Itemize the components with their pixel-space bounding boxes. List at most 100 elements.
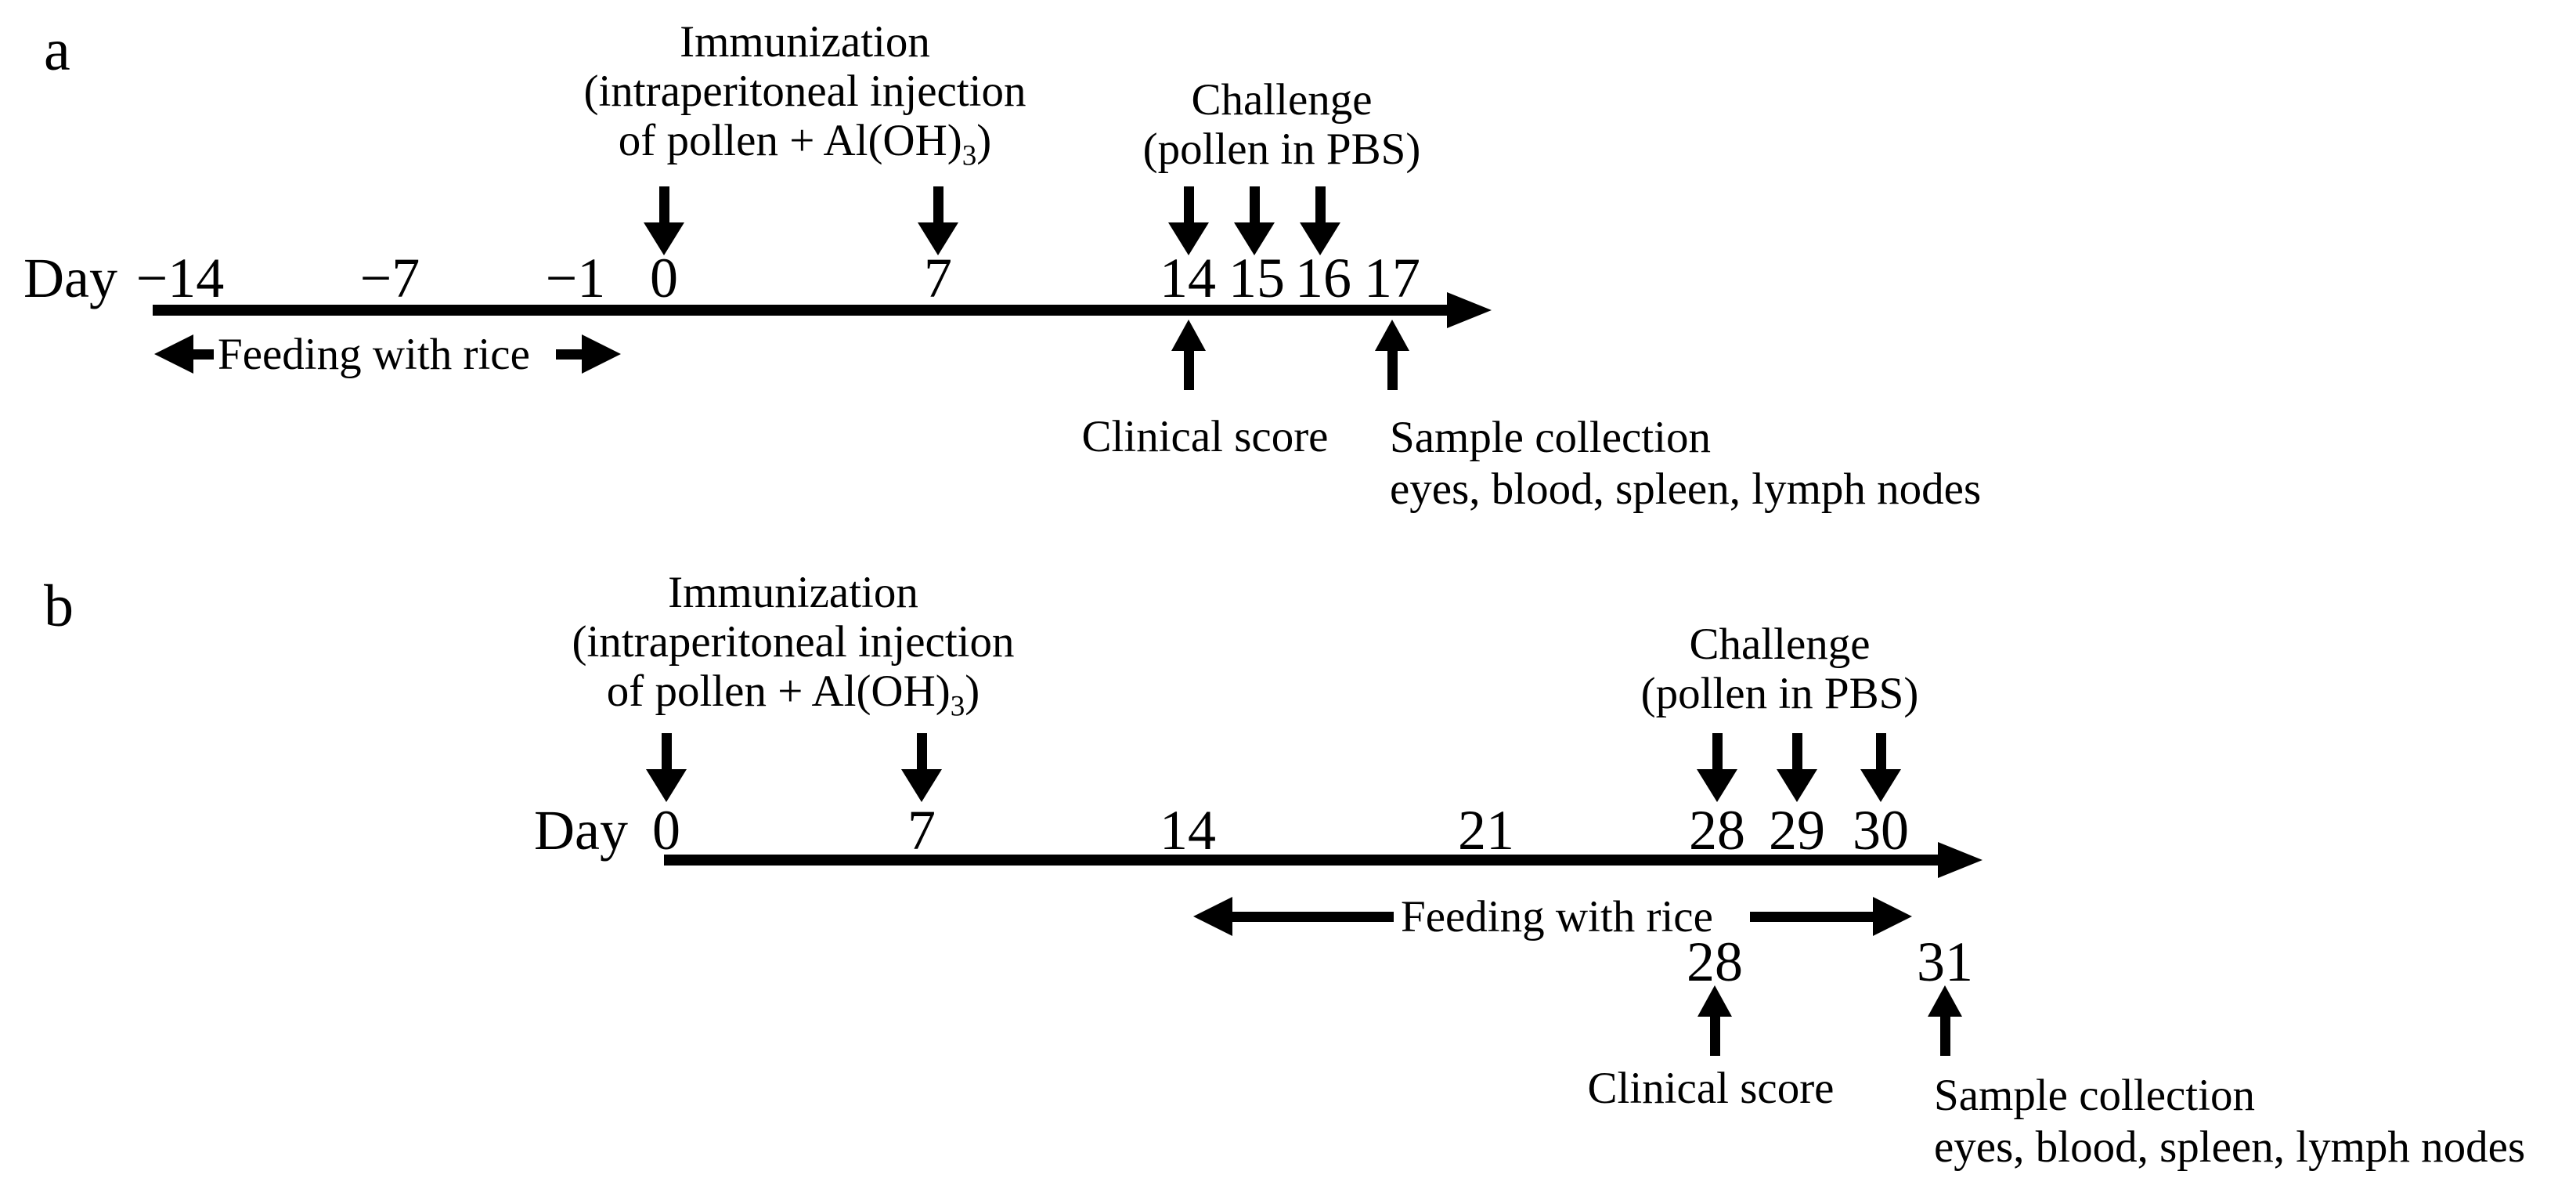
panel-a-label: a <box>44 17 70 83</box>
arrow-head <box>1697 985 1732 1017</box>
feeding-left-arrow-a <box>154 334 214 374</box>
arrow-head <box>1193 897 1232 936</box>
tick-day-minus-14-a: −14 <box>135 247 225 309</box>
arrow-shaft <box>1791 733 1802 769</box>
subscript-3: 3 <box>950 690 965 723</box>
arrow-head <box>1860 769 1901 802</box>
arrow-head <box>1168 222 1209 255</box>
arrow-head <box>1300 222 1340 255</box>
down-arrow-day-29-b <box>1777 733 1817 802</box>
tick-day-minus-1-a: −1 <box>545 247 606 309</box>
sample-collection-line2-b: eyes, blood, spleen, lymph nodes <box>1934 1122 2526 1172</box>
arrow-shaft <box>1315 186 1326 222</box>
timeline-axis-a <box>153 305 1447 316</box>
sample-collection-line1-b: Sample collection <box>1934 1071 2255 1120</box>
tick-day-14-b: 14 <box>1160 799 1216 862</box>
challenge-line2: (pollen in PBS) <box>1142 125 1421 174</box>
arrow-shaft <box>1875 733 1886 769</box>
down-arrow-day-14-a <box>1168 186 1209 255</box>
arrow-shaft <box>933 186 943 222</box>
feeding-label-a: Feeding with rice <box>218 330 530 379</box>
tick-day-minus-7-a: −7 <box>359 247 420 309</box>
arrow-shaft <box>916 733 927 769</box>
tick-day-0-b: 0 <box>652 799 680 862</box>
immunization-line3-post: ) <box>976 116 992 165</box>
arrow-shaft <box>1387 351 1398 390</box>
arrow-shaft <box>661 733 672 769</box>
immunization-line1: Immunization <box>668 568 918 617</box>
arrow-shaft <box>1712 733 1723 769</box>
timeline-axis-b <box>664 855 1938 866</box>
immunization-line3: of pollen + Al(OH)3) <box>519 667 1067 731</box>
feeding-label-b: Feeding with rice <box>1401 892 1713 941</box>
down-arrow-day-28-b <box>1697 733 1737 802</box>
subscript-3: 3 <box>961 139 977 172</box>
tick-day-29-b: 29 <box>1769 799 1825 862</box>
down-arrow-day-16-a <box>1300 186 1340 255</box>
challenge-line1: Challenge <box>1689 620 1871 669</box>
arrow-head <box>1697 769 1737 802</box>
immunization-label-b: Immunization (intraperitoneal injection … <box>519 568 1067 731</box>
arrow-head <box>646 769 687 802</box>
arrow-shaft <box>1232 911 1394 922</box>
sample-collection-arrow-b <box>1928 985 1962 1056</box>
arrow-head <box>154 334 193 374</box>
immunization-label-a: Immunization (intraperitoneal injection … <box>531 17 1079 180</box>
panel-a: a Immunization (intraperitoneal injectio… <box>0 0 2576 580</box>
sample-collection-label-a: Sample collection eyes, blood, spleen, l… <box>1390 412 1981 515</box>
arrow-head <box>1234 222 1275 255</box>
immunization-line2: (intraperitoneal injection <box>583 67 1026 116</box>
clinical-score-label-a: Clinical score <box>1081 412 1329 461</box>
arrow-head <box>1777 769 1817 802</box>
clinical-score-day-b: 28 <box>1687 931 1743 993</box>
arrow-shaft <box>1183 186 1194 222</box>
immunization-line2: (intraperitoneal injection <box>572 617 1015 667</box>
timeline-arrowhead-b <box>1938 842 1983 878</box>
arrow-shaft <box>1750 911 1873 922</box>
tick-day-7-a: 7 <box>924 247 952 309</box>
arrow-head <box>582 334 621 374</box>
challenge-label-b: Challenge (pollen in PBS) <box>1615 620 1944 718</box>
sample-collection-line2-a: eyes, blood, spleen, lymph nodes <box>1390 464 1982 514</box>
challenge-line2: (pollen in PBS) <box>1640 669 1919 718</box>
clinical-score-arrow-b <box>1697 985 1732 1056</box>
day-axis-label-b: Day <box>534 799 628 862</box>
arrow-shaft <box>1183 351 1194 390</box>
immunization-line3-post: ) <box>965 667 980 716</box>
feeding-left-arrow-b <box>1193 897 1394 936</box>
sample-collection-day-b: 31 <box>1917 931 1973 993</box>
arrow-shaft <box>193 349 214 360</box>
arrow-shaft <box>556 349 582 360</box>
challenge-line1: Challenge <box>1191 75 1373 125</box>
arrow-head <box>644 222 684 255</box>
immunization-line1: Immunization <box>680 17 930 67</box>
tick-day-15-a: 15 <box>1228 247 1285 309</box>
tick-day-16-a: 16 <box>1295 247 1351 309</box>
arrow-shaft <box>1709 1017 1720 1056</box>
arrow-shaft <box>1939 1017 1950 1056</box>
down-arrow-day-0-a <box>644 186 684 255</box>
clinical-score-label-b: Clinical score <box>1587 1064 1835 1113</box>
immunization-line3-pre: of pollen + Al(OH) <box>606 667 951 716</box>
feeding-right-arrow-a <box>556 334 621 374</box>
arrow-shaft <box>1249 186 1260 222</box>
tick-day-7-b: 7 <box>907 799 936 862</box>
day-axis-label-a: Day <box>23 247 117 309</box>
arrow-head <box>901 769 942 802</box>
sample-collection-line1-a: Sample collection <box>1390 413 1711 462</box>
clinical-score-arrow-a <box>1171 320 1206 390</box>
down-arrow-day-15-a <box>1234 186 1275 255</box>
immunization-line3: of pollen + Al(OH)3) <box>531 116 1079 180</box>
tick-day-30-b: 30 <box>1853 799 1909 862</box>
challenge-label-a: Challenge (pollen in PBS) <box>1117 75 1446 174</box>
down-arrow-day-7-a <box>918 186 958 255</box>
immunization-line3-pre: of pollen + Al(OH) <box>618 116 962 165</box>
sample-collection-arrow-a <box>1375 320 1409 390</box>
panel-b-label: b <box>44 573 74 639</box>
down-arrow-day-7-b <box>901 733 942 802</box>
arrow-head <box>1873 897 1912 936</box>
down-arrow-day-0-b <box>646 733 687 802</box>
tick-day-0-a: 0 <box>650 247 678 309</box>
